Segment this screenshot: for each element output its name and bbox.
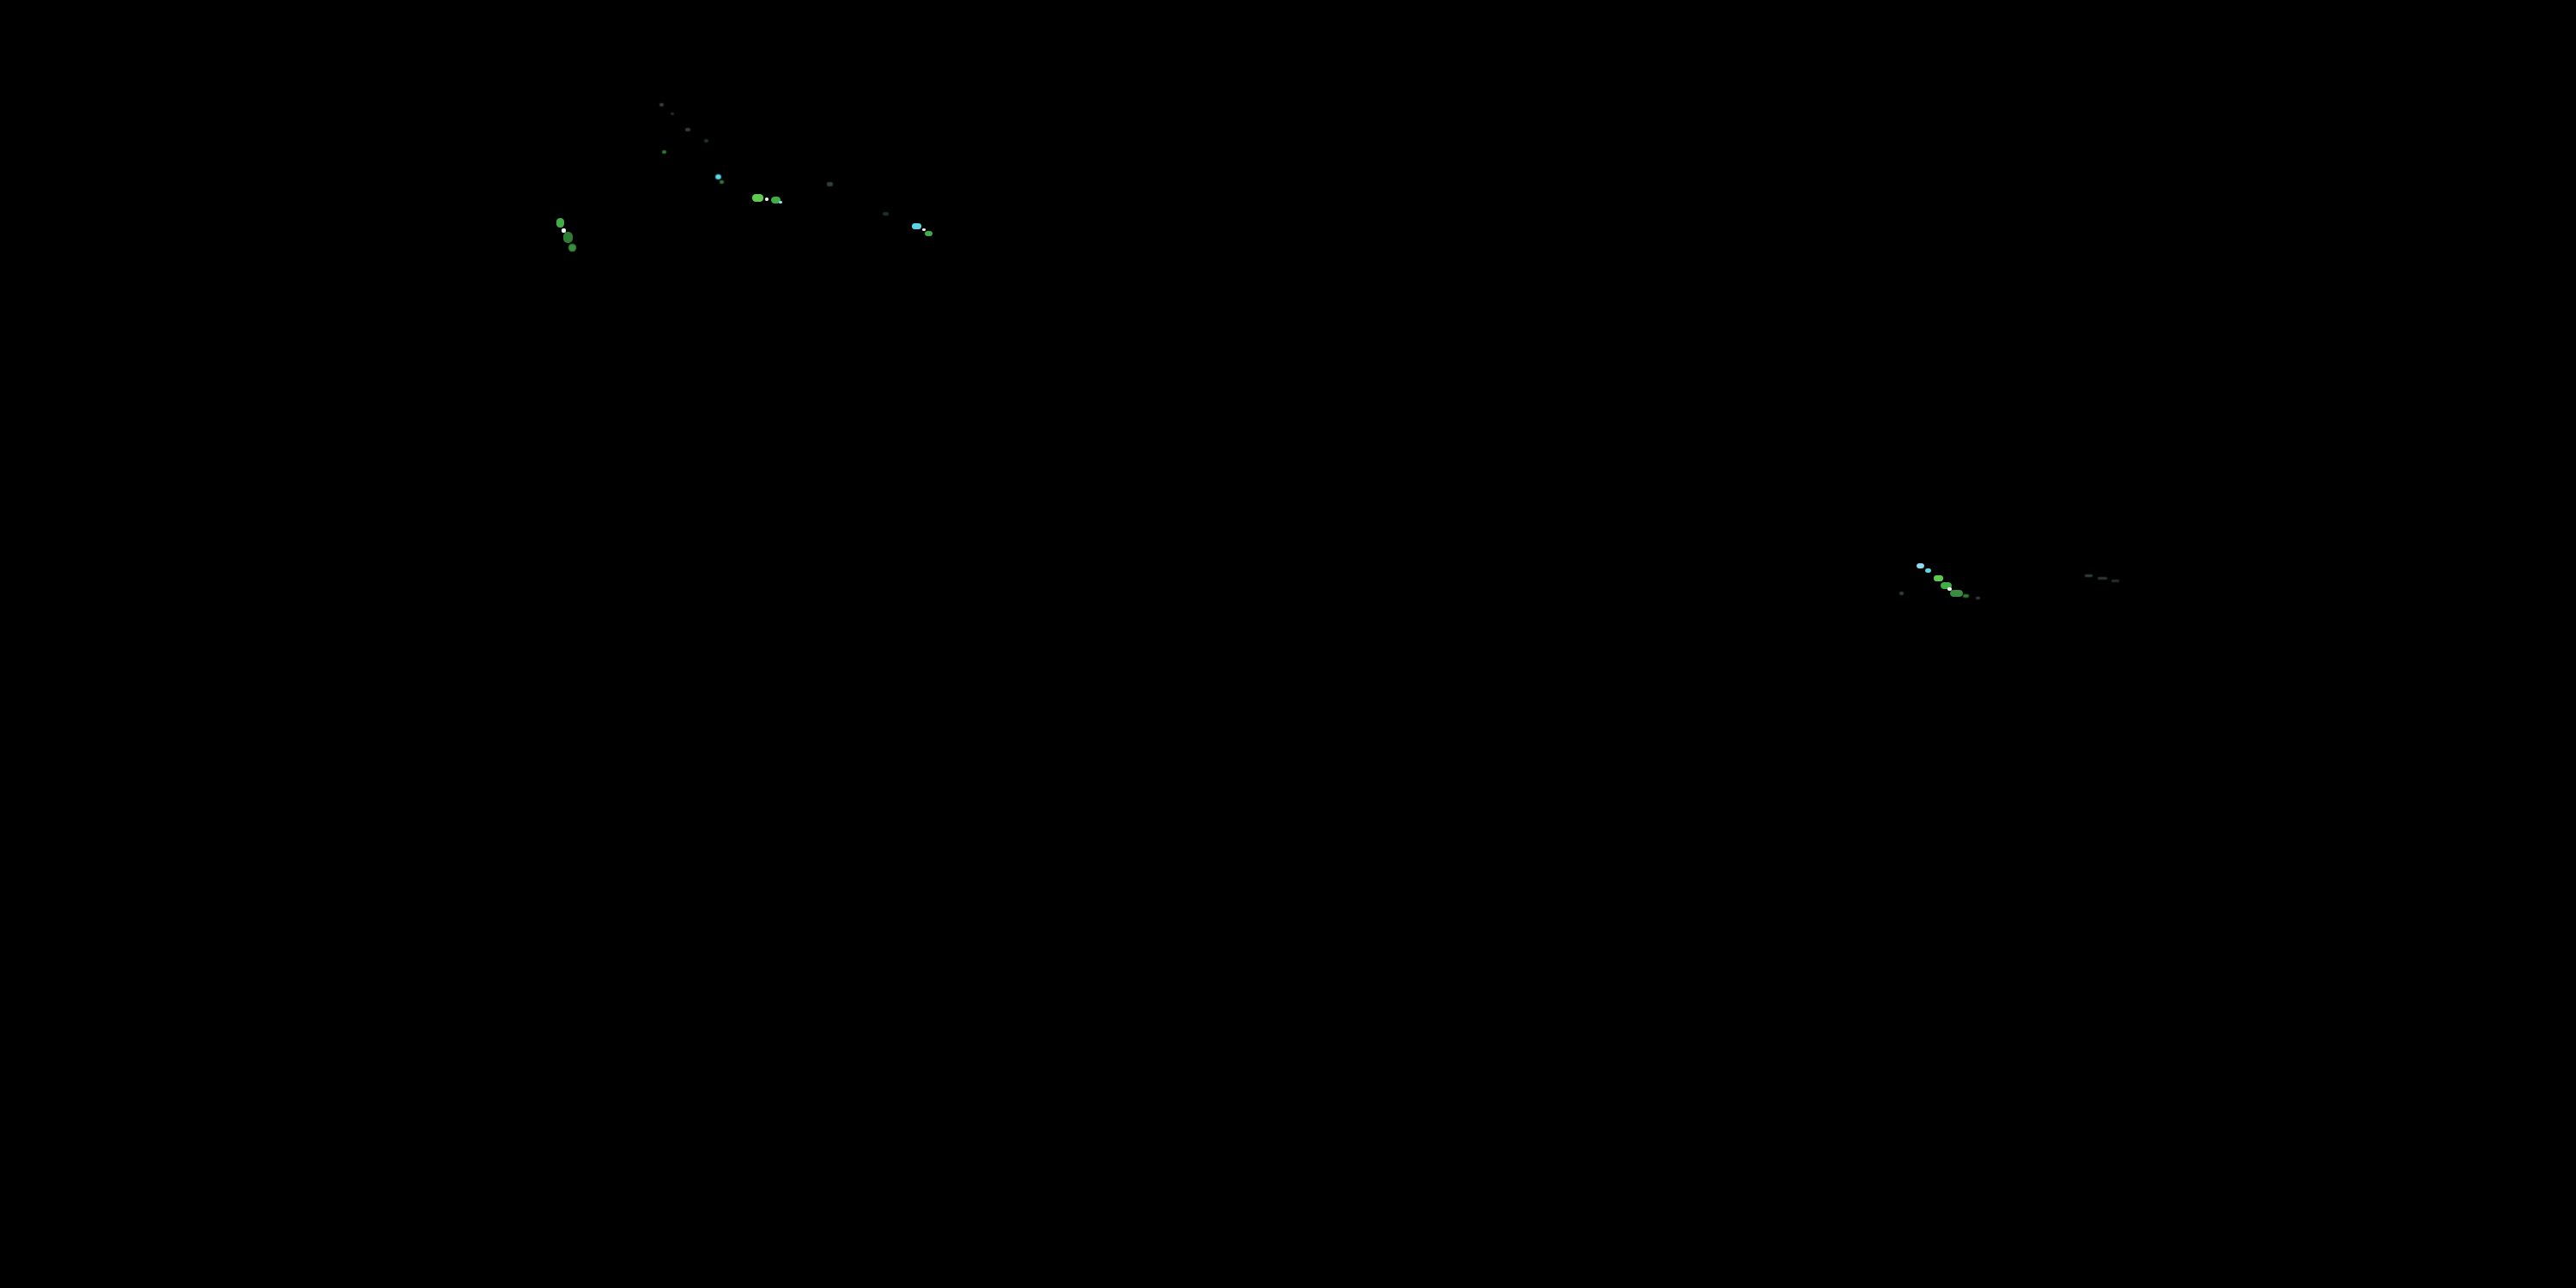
island-speck [2098, 577, 2107, 580]
island-speck [912, 223, 921, 229]
island-speck [883, 212, 889, 216]
island-speck [671, 112, 674, 115]
island-speck [1899, 592, 1904, 595]
island-speck [562, 228, 566, 233]
island-speck [704, 139, 708, 143]
island-speck [685, 128, 690, 131]
island-speck [1917, 563, 1924, 568]
island-speck [2085, 574, 2093, 577]
island-speck [752, 194, 763, 202]
island-speck [2111, 580, 2119, 582]
island-speck [1934, 575, 1943, 581]
island-speck [563, 232, 573, 243]
island-speck [1963, 594, 1969, 598]
island-speck [662, 150, 666, 154]
island-speck [1925, 568, 1931, 573]
island-speck [1947, 587, 1952, 591]
island-speck [1950, 590, 1963, 597]
island-speck [1941, 582, 1952, 589]
island-speck [771, 197, 781, 204]
island-speck [556, 218, 564, 228]
island-speck [720, 180, 724, 184]
island-speck [715, 174, 721, 179]
island-speck [659, 103, 664, 106]
island-speck [925, 231, 933, 236]
island-speck [1976, 597, 1980, 599]
island-speck [827, 182, 833, 186]
island-speck [779, 201, 782, 204]
island-speck [568, 244, 576, 252]
island-speck [922, 228, 926, 231]
island-speck [765, 197, 769, 201]
